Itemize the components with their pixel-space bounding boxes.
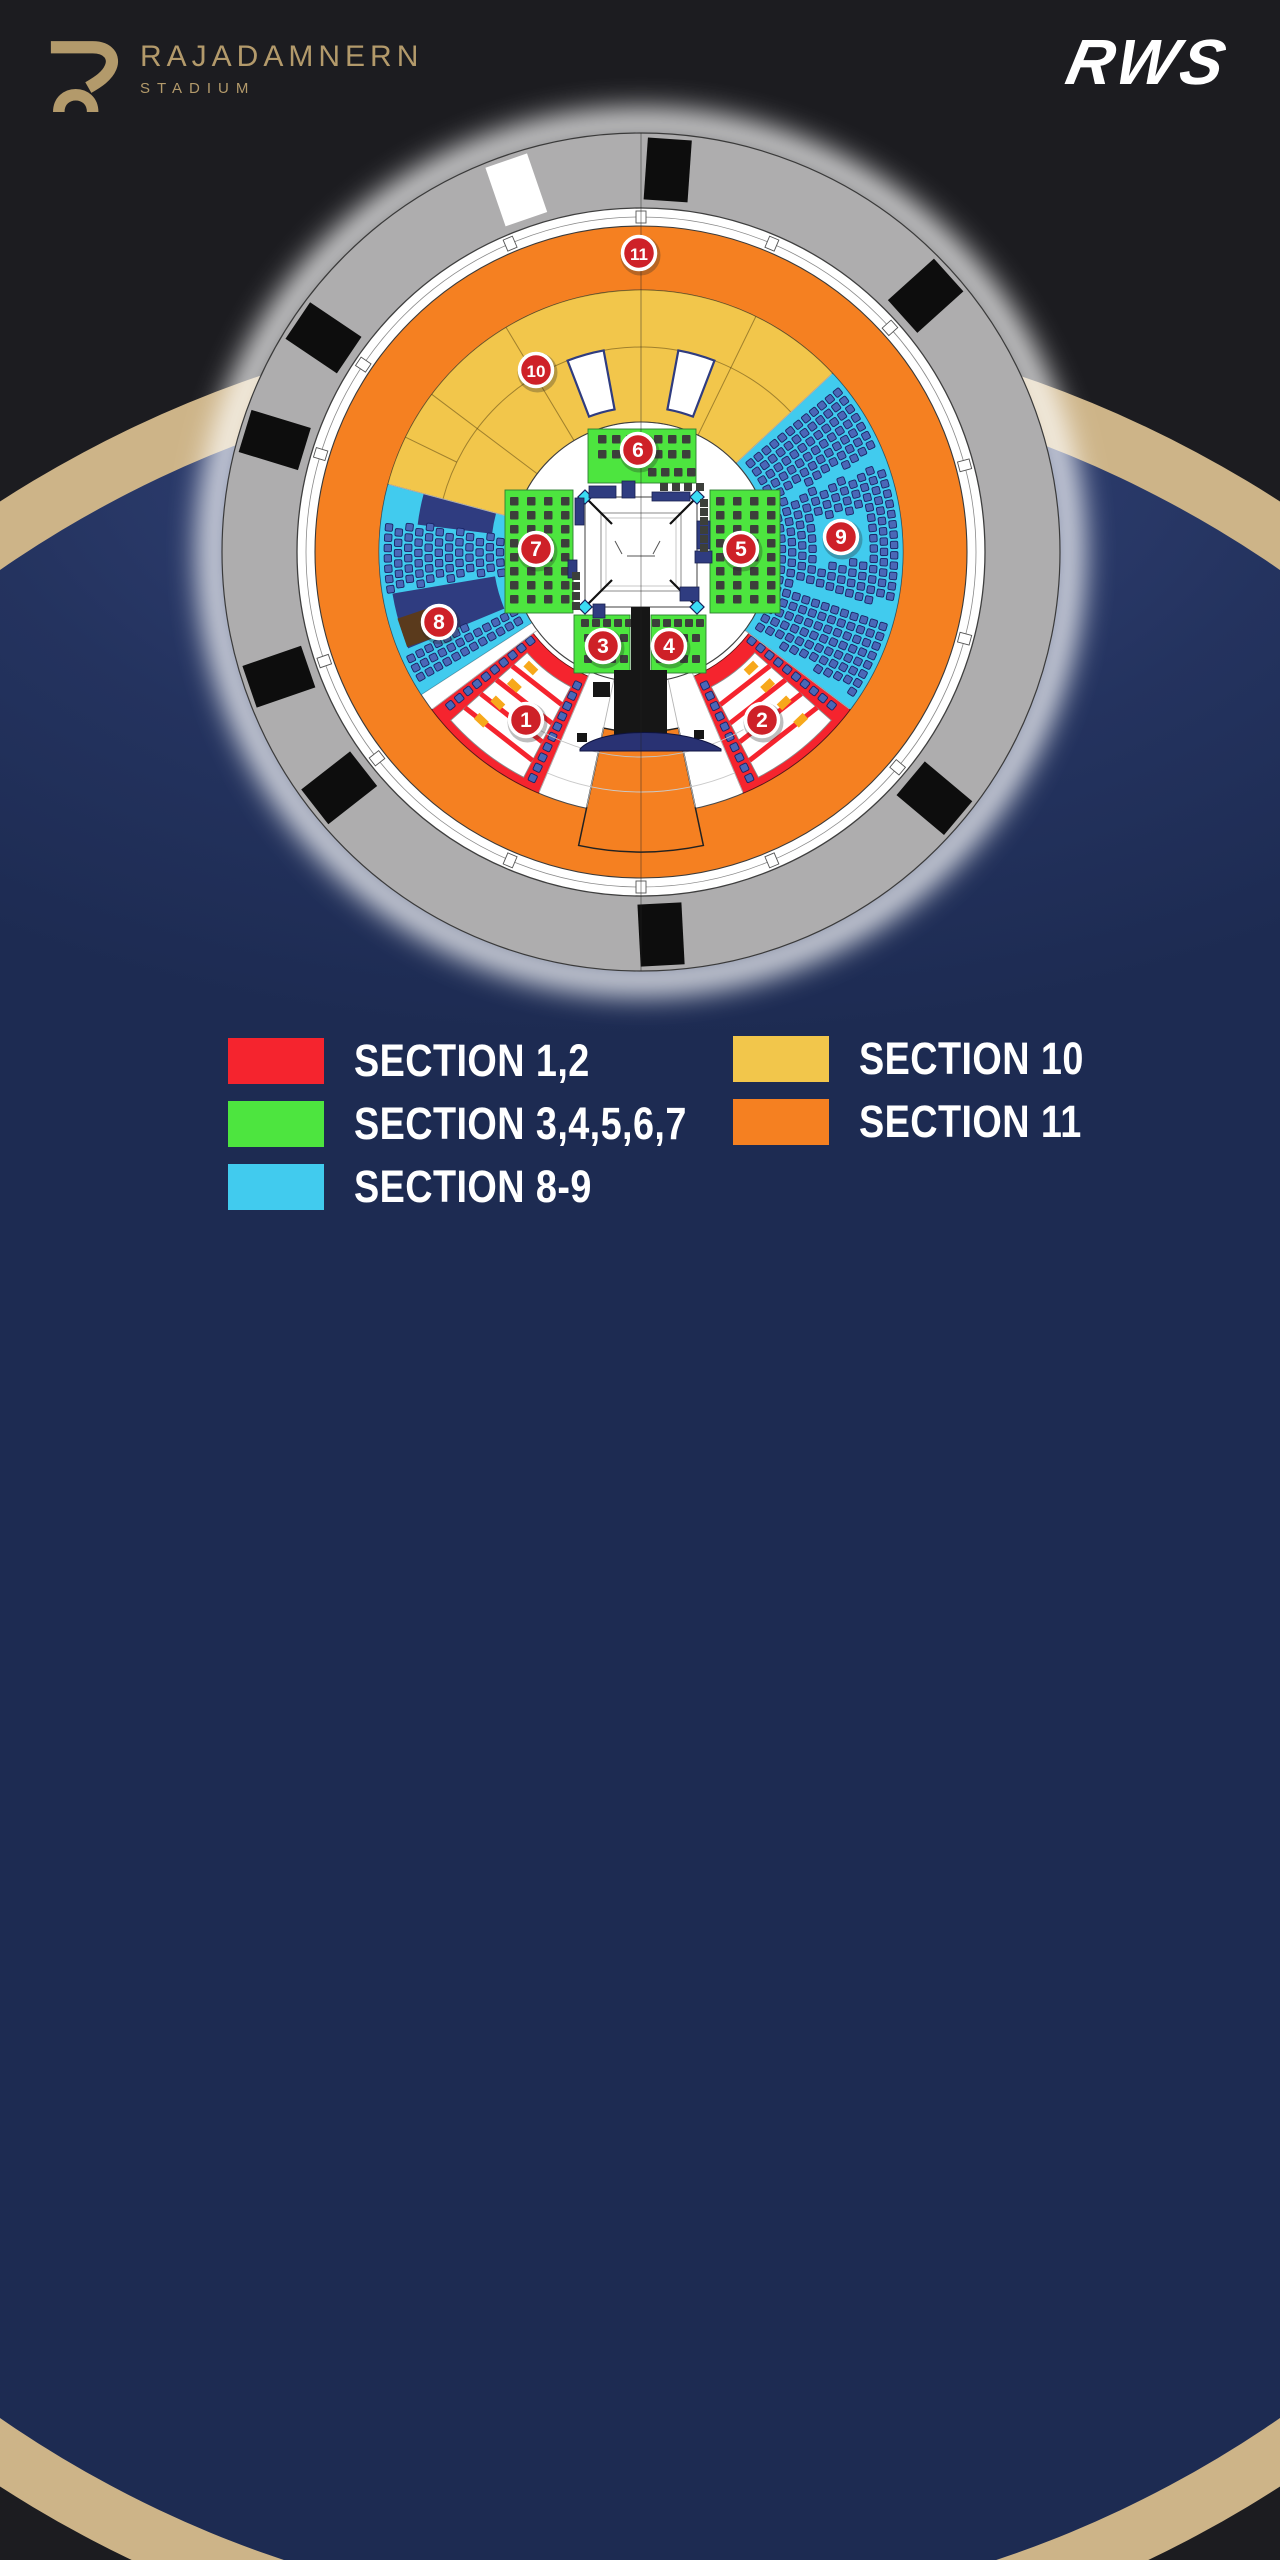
section-badge-10: 10	[517, 351, 558, 393]
rws-logo: RWS	[1060, 26, 1236, 98]
gate-black	[896, 761, 973, 835]
section-9	[735, 372, 904, 711]
boxing-ring	[567, 480, 713, 619]
stadium-logo: RAJADAMNERN STADIUM	[48, 36, 423, 116]
section-8	[378, 483, 533, 696]
section-badge-8: 8	[420, 603, 461, 645]
section-badge-5: 5	[722, 530, 763, 572]
svg-text:8: 8	[433, 611, 445, 634]
svg-text:10: 10	[527, 362, 546, 381]
gate-black	[643, 137, 692, 203]
stadium-logo-r-icon	[50, 41, 118, 113]
stadium-type: STADIUM	[140, 80, 256, 97]
officials-table	[588, 485, 617, 499]
aisle-wedge	[566, 349, 616, 419]
stadium-map: 1 2 3 4 5 6 7 8 9 10 11	[199, 110, 1083, 994]
section-badge-9: 9	[822, 518, 863, 560]
gate-black	[242, 645, 316, 708]
gate-black	[637, 902, 685, 967]
svg-text:3: 3	[597, 635, 609, 658]
svg-text:9: 9	[835, 526, 847, 549]
svg-text:1: 1	[520, 709, 532, 732]
svg-text:4: 4	[663, 635, 675, 658]
section-badge-7: 7	[517, 530, 558, 572]
aisle-wedge	[666, 349, 716, 419]
section-badge-4: 4	[650, 627, 691, 669]
entrance-gates	[238, 137, 973, 967]
section-badge-2: 2	[743, 701, 784, 743]
officials-table	[621, 480, 636, 499]
section-badge-3: 3	[584, 627, 625, 669]
svg-text:5: 5	[735, 538, 747, 561]
production-area	[577, 607, 722, 752]
gate-white	[485, 153, 548, 227]
officials-table	[574, 497, 585, 526]
gate-black	[238, 409, 311, 471]
svg-text:6: 6	[632, 439, 644, 462]
officials-table	[679, 586, 700, 602]
section-badge-6: 6	[619, 431, 660, 473]
section-badges: 1 2 3 4 5 6 7 8 9 10 11	[420, 234, 863, 743]
gate-black	[285, 302, 362, 374]
section-badge-11: 11	[620, 234, 661, 276]
ring-post	[577, 599, 593, 615]
officials-table	[694, 550, 713, 564]
camera-dome	[579, 732, 722, 752]
svg-text:2: 2	[756, 709, 768, 732]
svg-text:11: 11	[630, 245, 648, 264]
gate-black	[301, 751, 378, 825]
stadium-name: RAJADAMNERN	[140, 40, 424, 73]
header: RAJADAMNERN STADIUM RWS	[0, 0, 1280, 130]
section-badge-1: 1	[507, 701, 548, 743]
ring-post	[689, 599, 705, 615]
gate-black	[887, 258, 964, 333]
officials-table	[651, 491, 691, 502]
svg-text:7: 7	[530, 538, 542, 561]
officials-table	[592, 603, 606, 619]
